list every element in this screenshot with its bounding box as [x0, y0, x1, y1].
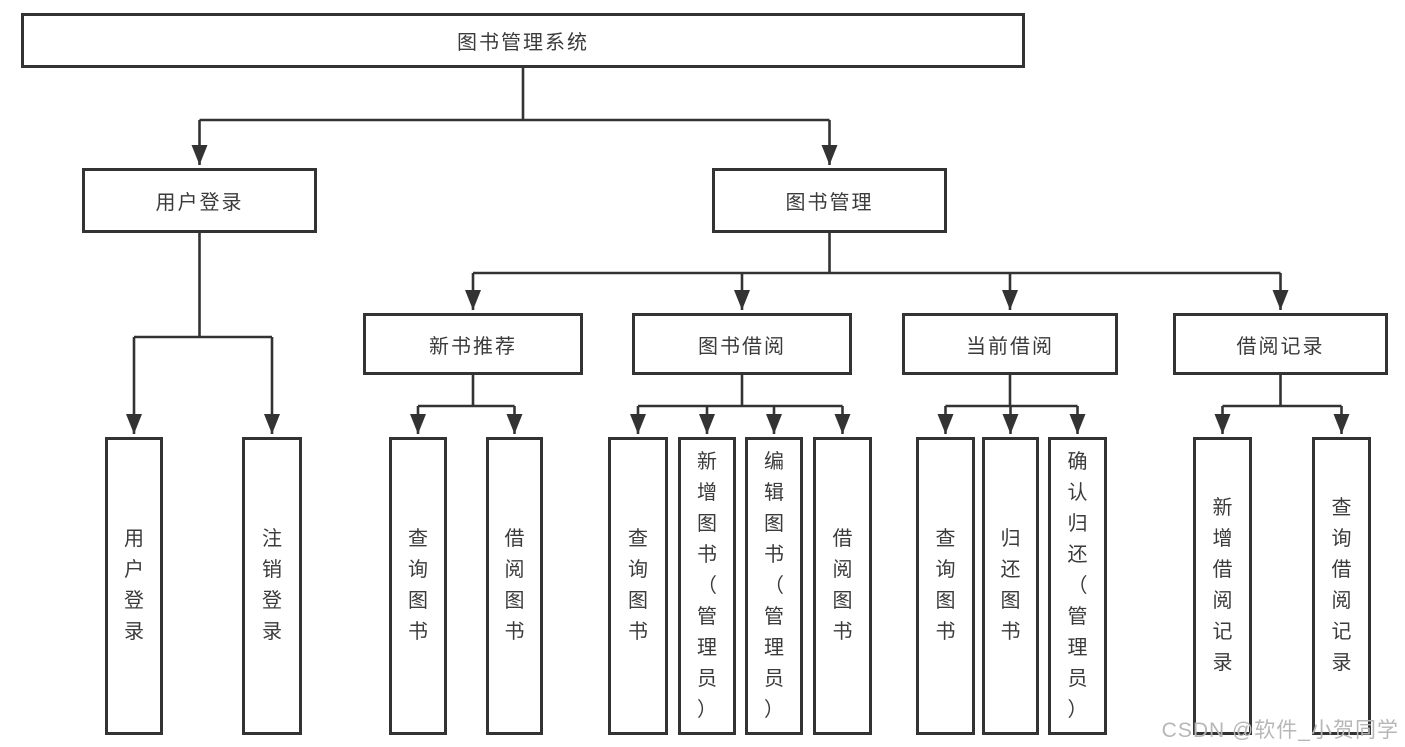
leaf-label: 查询图书	[408, 528, 428, 643]
leaf-label: 查询图书	[628, 528, 648, 643]
leaf-edit-book-admin: 编辑图书（管理员）	[745, 437, 803, 735]
leaf-user-login: 用户登录	[105, 437, 163, 735]
node-label: 图书管理	[785, 192, 874, 214]
leaf-label: 借阅图书	[504, 528, 525, 643]
leaf-query-books-borrowing: 查询图书	[608, 437, 668, 735]
csdn-watermark: CSDN @软件_小贺同学	[1161, 719, 1399, 742]
leaf-label: 新增借阅记录	[1212, 497, 1233, 674]
leaf-borrow-books-recommend: 借阅图书	[486, 437, 543, 735]
node-borrowing-records: 借阅记录	[1173, 313, 1388, 375]
node-label: 新书推荐	[429, 335, 517, 358]
leaf-label: 归还图书	[1000, 528, 1021, 643]
leaf-label: 编辑图书（管理员）	[764, 450, 784, 721]
leaf-confirm-return-admin: 确认归还（管理员）	[1048, 437, 1107, 735]
node-user-login-branch: 用户登录	[82, 168, 317, 233]
node-label: 当前借阅	[966, 335, 1054, 358]
leaf-label: 新增图书（管理员）	[697, 450, 717, 721]
leaf-label: 查询图书	[935, 528, 956, 643]
node-new-book-recommendation: 新书推荐	[363, 313, 583, 375]
node-label: 图书借阅	[698, 335, 786, 358]
node-current-borrowing: 当前借阅	[902, 313, 1118, 375]
node-label: 借阅记录	[1236, 335, 1325, 358]
leaf-add-borrow-record: 新增借阅记录	[1193, 437, 1252, 735]
leaf-label: 注销登录	[262, 528, 282, 643]
leaf-label: 查询借阅记录	[1331, 497, 1352, 674]
leaf-label: 确认归还（管理员）	[1067, 450, 1088, 721]
leaf-label: 借阅图书	[832, 528, 853, 643]
leaf-query-borrow-record: 查询借阅记录	[1312, 437, 1371, 735]
leaf-add-book-admin: 新增图书（管理员）	[678, 437, 736, 735]
leaf-logout: 注销登录	[242, 437, 302, 735]
leaf-query-books-recommend: 查询图书	[389, 437, 447, 735]
node-book-management-branch: 图书管理	[712, 168, 947, 233]
node-book-borrowing: 图书借阅	[632, 313, 852, 375]
leaf-return-book: 归还图书	[982, 437, 1039, 735]
node-library-management-system: 图书管理系统	[21, 13, 1025, 68]
leaf-label: 用户登录	[124, 528, 144, 643]
leaf-borrow-books-borrowing: 借阅图书	[813, 437, 872, 735]
leaf-query-books-current: 查询图书	[916, 437, 975, 735]
node-label: 图书管理系统	[457, 32, 589, 54]
node-label: 用户登录	[155, 192, 244, 214]
